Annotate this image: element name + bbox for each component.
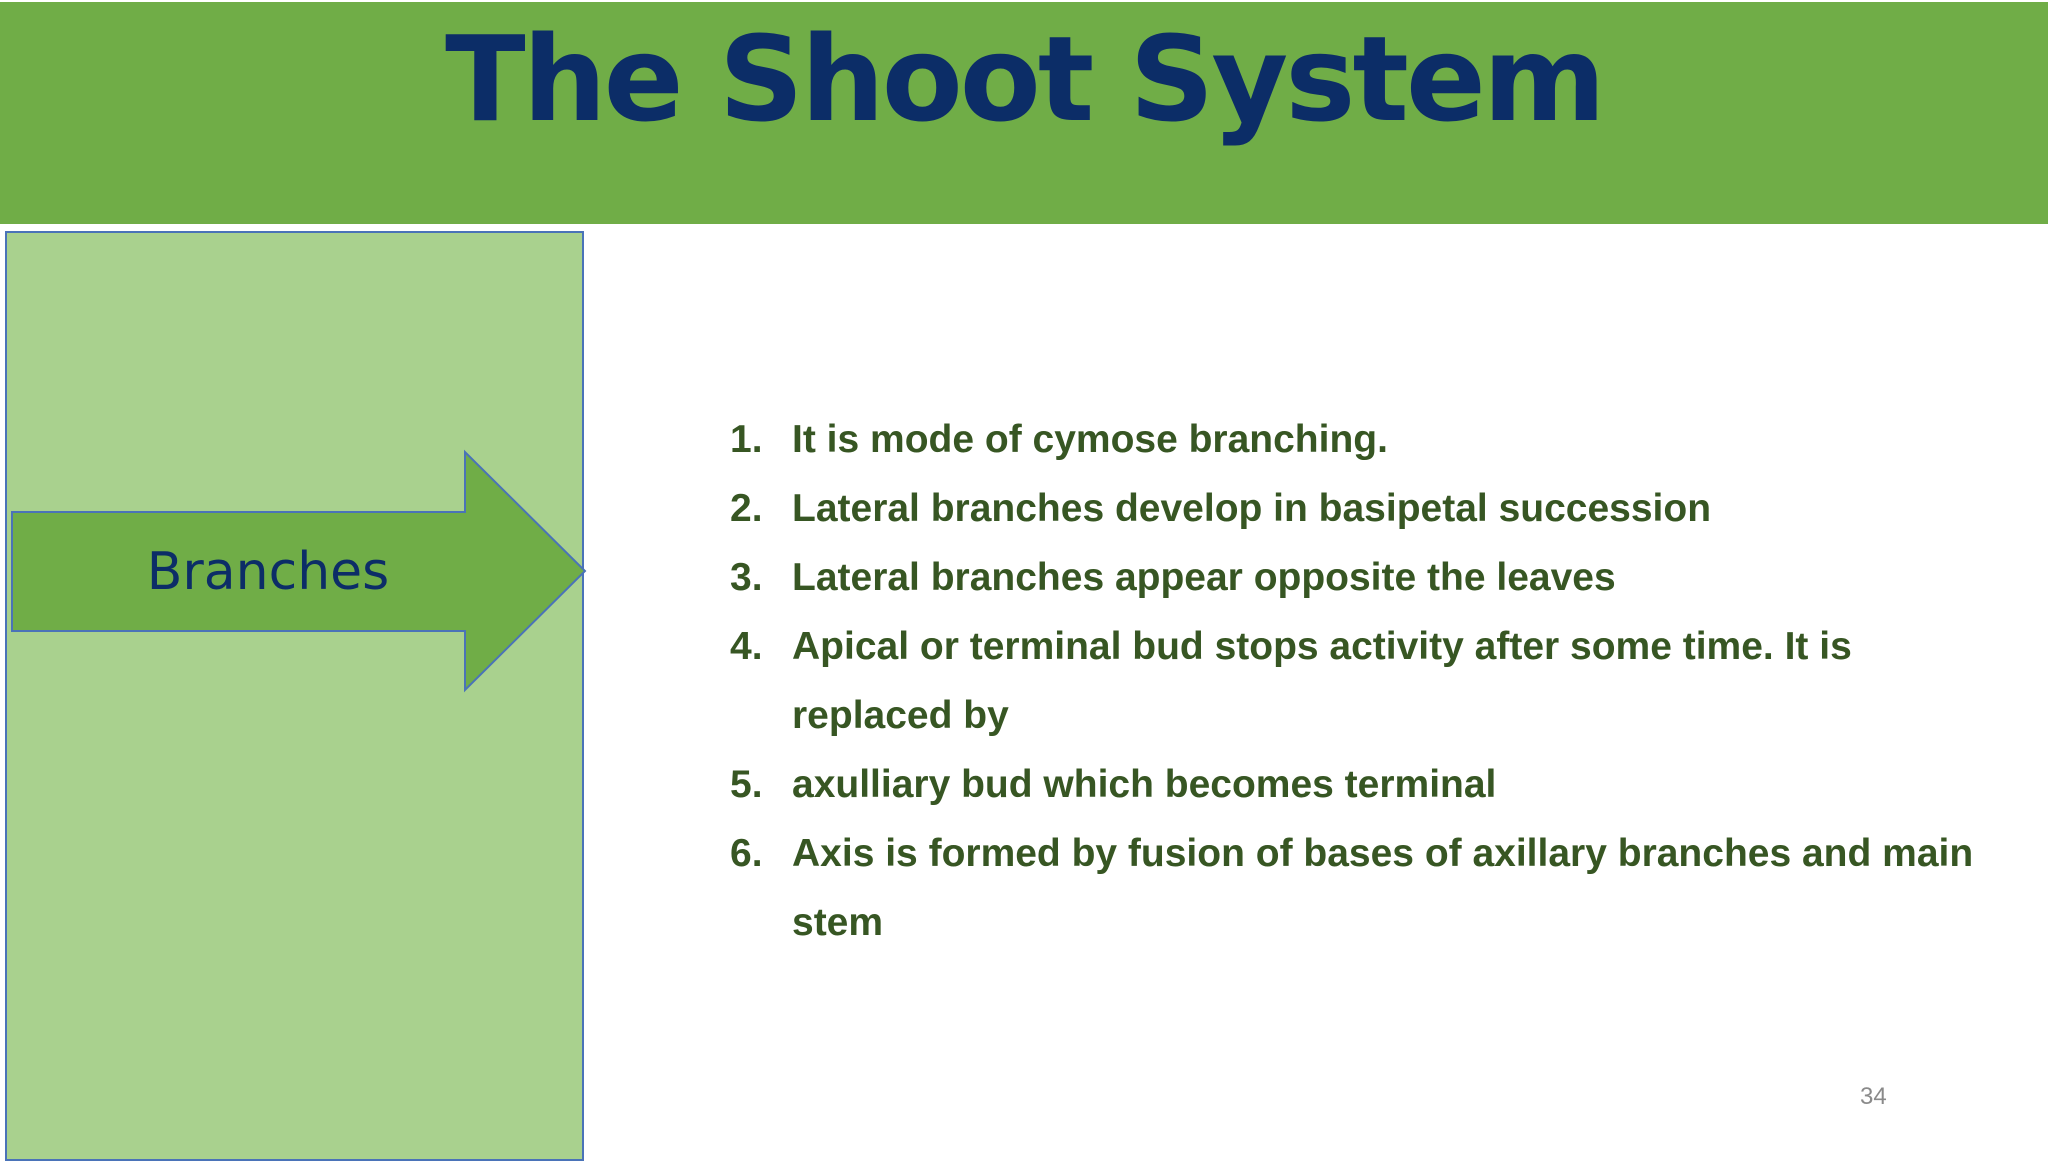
list-item-text: Apical or terminal bud stops activity af… (792, 625, 1852, 737)
page-number: 34 (1860, 1083, 1887, 1110)
list-item-number: 2. (730, 487, 763, 530)
list-item-number: 1. (730, 418, 763, 461)
side-panel (5, 231, 584, 1161)
title-bar (0, 2, 2048, 224)
list-item: 1. It is mode of cymose branching. (730, 405, 2020, 474)
list-item-text: Axis is formed by fusion of bases of axi… (792, 832, 1974, 944)
list-item: 3. Lateral branches appear opposite the l… (730, 543, 2020, 612)
list-item: 6. Axis is formed by fusion of bases of a… (730, 819, 2020, 957)
list-item-number: 3. (730, 556, 763, 599)
list-item: 5. axulliary bud which becomes terminal (730, 750, 2020, 819)
bullet-list: 1. It is mode of cymose branching. 2. Late… (730, 405, 2020, 957)
list-item-number: 5. (730, 763, 763, 806)
list-item-text: axulliary bud which becomes terminal (792, 763, 1497, 806)
list-item-text: It is mode of cymose branching. (792, 418, 1388, 461)
list-item: 4. Apical or terminal bud stops activity … (730, 612, 2020, 750)
list-item-number: 6. (730, 832, 763, 875)
list-item-text: Lateral branches appear opposite the lea… (792, 556, 1616, 599)
list-item-number: 4. (730, 625, 763, 668)
list-item-text: Lateral branches develop in basipetal su… (792, 487, 1712, 530)
right-arrow-shape (11, 449, 587, 693)
slide-title: The Shoot System (445, 10, 1606, 148)
arrow-label: Branches (146, 542, 390, 602)
arrow-body (11, 449, 587, 693)
list-item: 2. Lateral branches develop in basipetal … (730, 474, 2020, 543)
